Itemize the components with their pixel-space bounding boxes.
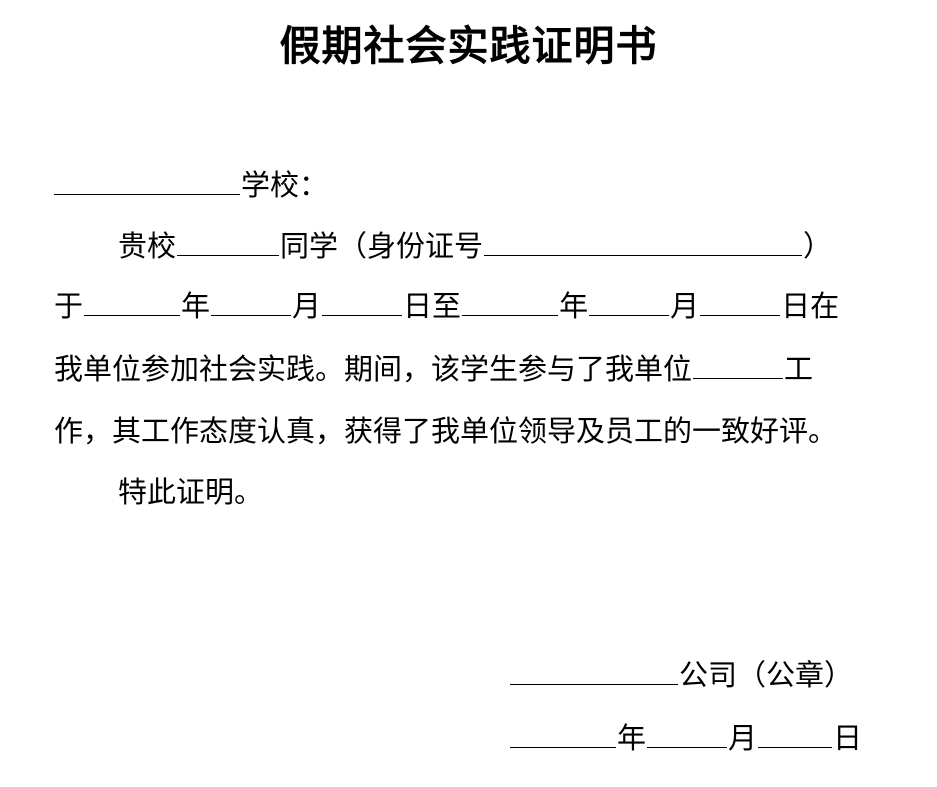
date-line: 年月日 bbox=[510, 718, 862, 758]
body-line-4: 作，其工作态度认真，获得了我单位领导及员工的一致好评。 bbox=[54, 414, 838, 448]
sign-year-label: 年 bbox=[617, 721, 647, 755]
end-month-label: 月 bbox=[670, 289, 700, 323]
school-name-blank[interactable] bbox=[54, 166, 240, 195]
greeting-text: 贵校 bbox=[118, 229, 177, 263]
sign-day-blank[interactable] bbox=[758, 719, 833, 748]
company-name-blank[interactable] bbox=[510, 656, 678, 685]
student-name-blank[interactable] bbox=[177, 227, 280, 256]
start-year-label: 年 bbox=[181, 289, 211, 323]
body-line-3: 我单位参加社会实践。期间，该学生参与了我单位 工 bbox=[54, 349, 813, 389]
sign-month-label: 月 bbox=[728, 721, 758, 755]
id-number-blank[interactable] bbox=[484, 227, 803, 256]
company-line: 公司（公章） bbox=[510, 655, 853, 695]
body-line-2: 于 年 月 日至 年 月 日在 bbox=[54, 286, 839, 326]
end-year-blank[interactable] bbox=[462, 287, 559, 316]
close-paren: ） bbox=[803, 229, 833, 263]
sign-day-label: 日 bbox=[833, 721, 863, 755]
start-day-label: 日至 bbox=[403, 289, 462, 323]
addressee-line: 学校： bbox=[54, 165, 328, 205]
company-seal-label: 公司（公章） bbox=[679, 658, 854, 692]
end-day-label: 日在 bbox=[781, 289, 840, 323]
start-year-blank[interactable] bbox=[84, 287, 181, 316]
job-blank[interactable] bbox=[693, 350, 784, 379]
end-month-blank[interactable] bbox=[589, 287, 670, 316]
practice-text: 我单位参加社会实践。期间，该学生参与了我单位 bbox=[54, 352, 693, 386]
sign-month-blank[interactable] bbox=[647, 719, 728, 748]
start-month-blank[interactable] bbox=[211, 287, 292, 316]
end-year-label: 年 bbox=[559, 289, 589, 323]
start-day-blank[interactable] bbox=[322, 287, 403, 316]
job-suffix: 工 bbox=[784, 352, 814, 386]
student-label: 同学（身份证号 bbox=[280, 229, 484, 263]
closing-text: 特此证明。 bbox=[118, 475, 264, 509]
body-line-1: 贵校 同学（身份证号 ） bbox=[118, 226, 832, 266]
from-text: 于 bbox=[54, 289, 84, 323]
sign-year-blank[interactable] bbox=[510, 719, 616, 748]
addressee-suffix: 学校： bbox=[241, 168, 329, 202]
start-month-label: 月 bbox=[292, 289, 322, 323]
document-title: 假期社会实践证明书 bbox=[279, 22, 658, 70]
end-day-blank[interactable] bbox=[700, 287, 781, 316]
